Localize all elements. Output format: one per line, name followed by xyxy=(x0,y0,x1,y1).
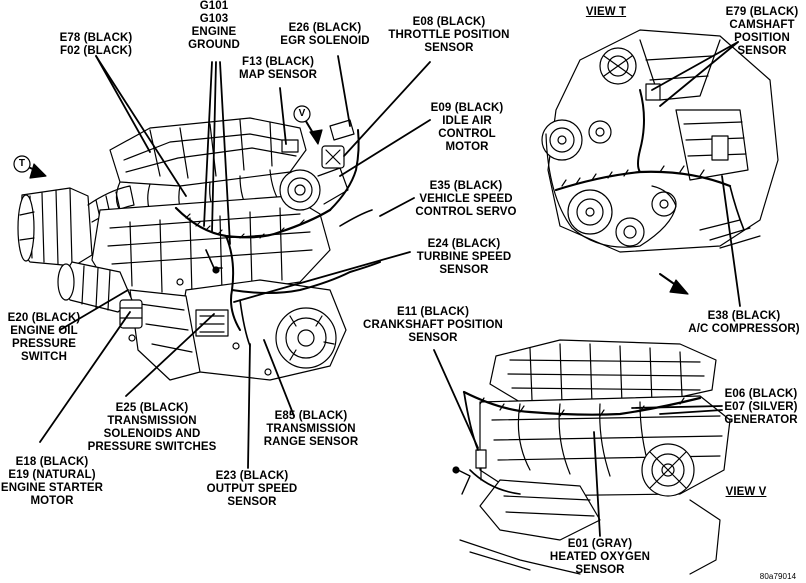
label-e25-name3: PRESSURE SWITCHES xyxy=(87,441,217,453)
view-t-title: VIEW T xyxy=(585,6,627,18)
label-e08-code: E08 (BLACK) xyxy=(412,16,486,28)
label-e24-name2: SENSOR xyxy=(439,264,489,276)
label-e11: E11 (BLACK) CRANKSHAFT POSITION SENSOR xyxy=(358,306,508,345)
label-e25: E25 (BLACK) TRANSMISSION SOLENOIDS AND P… xyxy=(82,402,222,454)
label-e09-name1: IDLE AIR xyxy=(442,115,492,127)
view-v-drawing xyxy=(452,339,731,575)
label-e25-code: E25 (BLACK) xyxy=(115,402,189,414)
label-e20-name2: PRESSURE xyxy=(11,338,77,350)
label-f13: F13 (BLACK) MAP SENSOR xyxy=(228,56,328,82)
label-g101-line: G101 xyxy=(199,0,229,12)
label-e07-code: E07 (SILVER) xyxy=(724,401,798,413)
label-e35-name1: VEHICLE SPEED xyxy=(419,193,513,205)
label-e26: E26 (BLACK) EGR SOLENOID xyxy=(270,22,380,48)
label-e09-code: E09 (BLACK) xyxy=(430,102,504,114)
arrow-letter-t: T xyxy=(18,158,26,169)
label-e79-name1: CAMSHAFT xyxy=(729,19,795,31)
label-e20-code: E20 (BLACK) xyxy=(7,312,81,324)
label-e79: E79 (BLACK) CAMSHAFT POSITION SENSOR xyxy=(720,6,804,58)
label-g103-line: G103 xyxy=(199,13,229,25)
label-e24-code: E24 (BLACK) xyxy=(427,238,501,250)
label-e23-name2: SENSOR xyxy=(227,496,277,508)
figure-code: 80a79014 xyxy=(759,572,797,581)
label-e35: E35 (BLACK) VEHICLE SPEED CONTROL SERVO xyxy=(410,180,522,219)
label-e01-code: E01 (GRAY) xyxy=(567,538,633,550)
label-e01-name1: HEATED OXYGEN xyxy=(549,551,651,563)
label-e01-name2: SENSOR xyxy=(575,564,625,576)
label-e23-name1: OUTPUT SPEED xyxy=(206,483,298,495)
label-e08-name1: THROTTLE POSITION xyxy=(388,29,510,41)
view-t-drawing xyxy=(541,29,779,295)
label-f13-code: F13 (BLACK) xyxy=(241,56,314,68)
label-f02-line: F02 (BLACK) xyxy=(59,45,132,57)
label-generator-name: GENERATOR xyxy=(724,414,798,426)
label-e06-e07: E06 (BLACK) E07 (SILVER) GENERATOR xyxy=(716,388,806,427)
label-e09: E09 (BLACK) IDLE AIR CONTROL MOTOR xyxy=(422,102,512,154)
view-v-title: VIEW V xyxy=(725,486,767,498)
label-e24: E24 (BLACK) TURBINE SPEED SENSOR xyxy=(408,238,520,277)
label-e85-code: E85 (BLACK) xyxy=(274,410,348,422)
label-e20-name3: SWITCH xyxy=(21,351,67,363)
label-e19-code: E19 (NATURAL) xyxy=(8,469,96,481)
main-engine-drawing xyxy=(13,105,381,381)
label-e18-name1: ENGINE STARTER xyxy=(0,482,104,494)
label-e09-name3: MOTOR xyxy=(445,141,489,153)
arrow-letter-v: V xyxy=(298,108,306,119)
label-e25-name1: TRANSMISSION xyxy=(107,415,197,427)
label-e08: E08 (BLACK) THROTTLE POSITION SENSOR xyxy=(382,16,516,55)
label-e08-name2: SENSOR xyxy=(424,42,474,54)
label-e35-name2: CONTROL SERVO xyxy=(415,206,517,218)
label-e06-code: E06 (BLACK) xyxy=(724,388,798,400)
label-e20-name1: ENGINE OIL xyxy=(10,325,78,337)
leader-lines xyxy=(39,41,741,537)
label-e38-name: A/C COMPRESSOR) xyxy=(688,323,800,335)
label-e79-code: E79 (BLACK) xyxy=(725,6,799,18)
label-e79-name2: POSITION xyxy=(734,32,790,44)
label-e78-f02: E78 (BLACK) F02 (BLACK) xyxy=(56,32,136,58)
label-e20: E20 (BLACK) ENGINE OIL PRESSURE SWITCH xyxy=(4,312,84,364)
label-e18-code: E18 (BLACK) xyxy=(15,456,89,468)
label-e01: E01 (GRAY) HEATED OXYGEN SENSOR xyxy=(544,538,656,577)
label-e23: E23 (BLACK) OUTPUT SPEED SENSOR xyxy=(204,470,300,509)
label-g-engine-line: ENGINE xyxy=(191,26,237,38)
label-e85: E85 (BLACK) TRANSMISSION RANGE SENSOR xyxy=(256,410,366,449)
label-e78-line: E78 (BLACK) xyxy=(59,32,133,44)
label-e18-e19: E18 (BLACK) E19 (NATURAL) ENGINE STARTER… xyxy=(0,456,104,508)
label-e85-name1: TRANSMISSION xyxy=(266,423,356,435)
label-e25-name2: SOLENOIDS AND xyxy=(103,428,201,440)
label-e26-code: E26 (BLACK) xyxy=(288,22,362,34)
label-e35-code: E35 (BLACK) xyxy=(429,180,503,192)
label-e38: E38 (BLACK) A/C COMPRESSOR) xyxy=(684,310,804,336)
label-f13-name: MAP SENSOR xyxy=(238,69,318,81)
label-e11-code: E11 (BLACK) xyxy=(396,306,470,318)
label-e24-name1: TURBINE SPEED xyxy=(416,251,512,263)
label-e38-code: E38 (BLACK) xyxy=(707,310,781,322)
label-e09-name2: CONTROL xyxy=(438,128,496,140)
label-g-ground-line: GROUND xyxy=(188,39,240,51)
label-e11-name1: CRANKSHAFT POSITION xyxy=(363,319,503,331)
label-e18-name2: MOTOR xyxy=(30,495,74,507)
label-e85-name2: RANGE SENSOR xyxy=(263,436,359,448)
label-e23-code: E23 (BLACK) xyxy=(215,470,289,482)
label-e11-name2: SENSOR xyxy=(408,332,458,344)
label-g101-g103: G101 G103 ENGINE GROUND xyxy=(178,0,250,52)
label-e26-name: EGR SOLENOID xyxy=(280,35,370,47)
label-e79-name3: SENSOR xyxy=(737,45,787,57)
